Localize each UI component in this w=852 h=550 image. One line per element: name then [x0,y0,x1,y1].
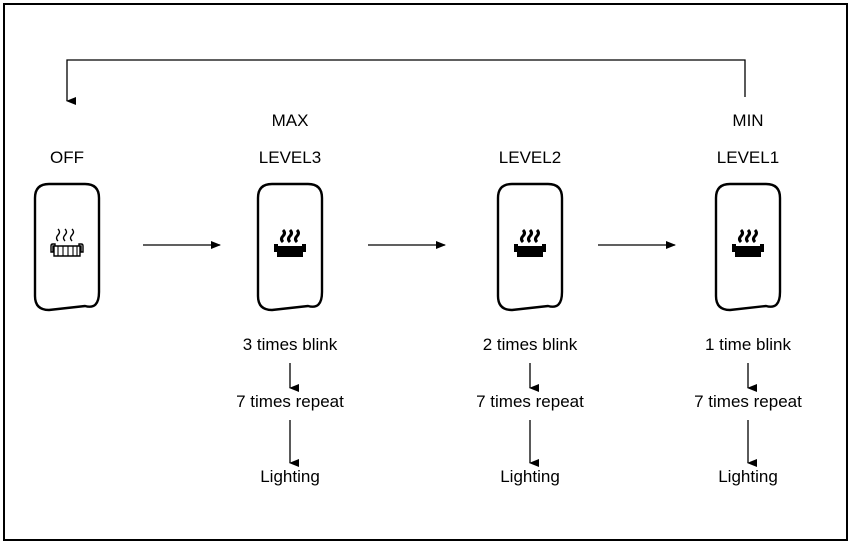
state-label-off-0: OFF [50,148,84,167]
step-text-level1-2: Lighting [718,467,778,486]
diagram-frame [3,3,848,541]
step-text-level3-0: 3 times blink [242,335,338,354]
step-text-level3-2: Lighting [260,467,320,486]
state-label-level2-0: LEVEL2 [498,148,562,167]
step-text-level1-1: 7 times repeat [694,392,802,411]
step-text-level2-2: Lighting [500,467,560,486]
state-label-level1-1: LEVEL1 [716,148,780,167]
state-button-off [33,182,101,312]
loop-back-arrow [66,59,746,105]
step-text-level2-1: 7 times repeat [476,392,584,411]
step-text-level2-0: 2 times blink [482,335,578,354]
state-label-level1-0: MIN [732,111,764,130]
state-label-level3-0: MAX [271,111,309,130]
state-label-level3-1: LEVEL3 [258,148,322,167]
step-text-level3-1: 7 times repeat [236,392,344,411]
step-text-level1-0: 1 time blink [705,335,791,354]
